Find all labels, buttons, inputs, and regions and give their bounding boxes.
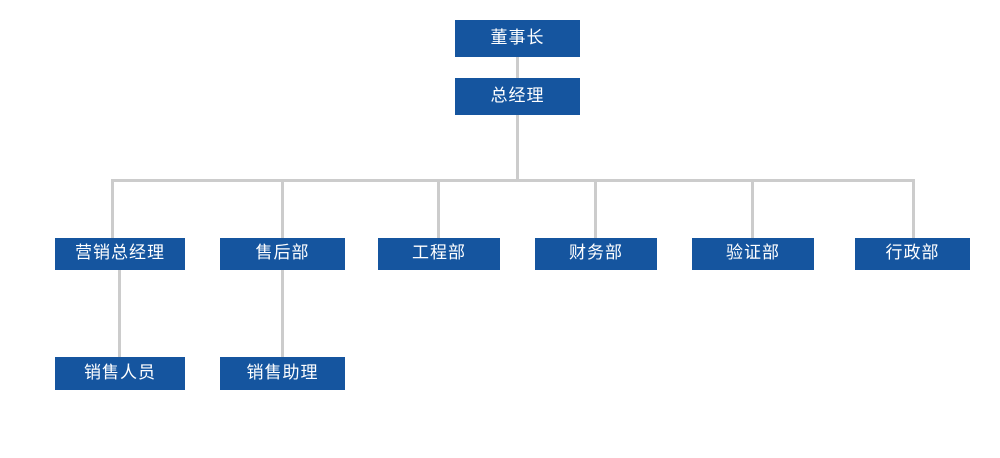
connector-drop-administration [912,179,915,238]
node-administration-label: 行政部 [885,243,940,263]
connector-horizontal-bus [111,179,915,182]
node-verification[interactable]: 验证部 [692,238,814,270]
node-engineering[interactable]: 工程部 [378,238,500,270]
node-chairman[interactable]: 董事长 [455,20,580,57]
node-finance[interactable]: 财务部 [535,238,657,270]
connector-after-sales-to-sales-assistant [281,270,284,357]
connector-gm-stem [516,115,519,181]
connector-drop-engineering [437,179,440,238]
connector-marketing-gm-to-sales-staff [118,270,121,357]
node-sales-staff[interactable]: 销售人员 [55,357,185,390]
node-after-sales-label: 售后部 [255,243,310,263]
node-after-sales[interactable]: 售后部 [220,238,345,270]
connector-drop-finance [594,179,597,238]
connector-drop-verification [751,179,754,238]
node-marketing-gm-label: 营销总经理 [75,243,165,263]
node-chairman-label: 董事长 [490,27,545,48]
node-administration[interactable]: 行政部 [855,238,970,270]
connector-drop-after-sales [281,179,284,238]
node-engineering-label: 工程部 [412,243,466,263]
connector-drop-marketing-gm [111,179,114,238]
node-finance-label: 财务部 [569,243,623,263]
node-general-manager[interactable]: 总经理 [455,78,580,115]
node-sales-assistant-label: 销售助理 [246,362,319,383]
node-sales-assistant[interactable]: 销售助理 [220,357,345,390]
connector-chairman-to-gm [516,57,519,78]
node-sales-staff-label: 销售人员 [84,362,156,383]
node-marketing-gm[interactable]: 营销总经理 [55,238,185,270]
node-general-manager-label: 总经理 [490,85,545,106]
node-verification-label: 验证部 [726,243,780,263]
